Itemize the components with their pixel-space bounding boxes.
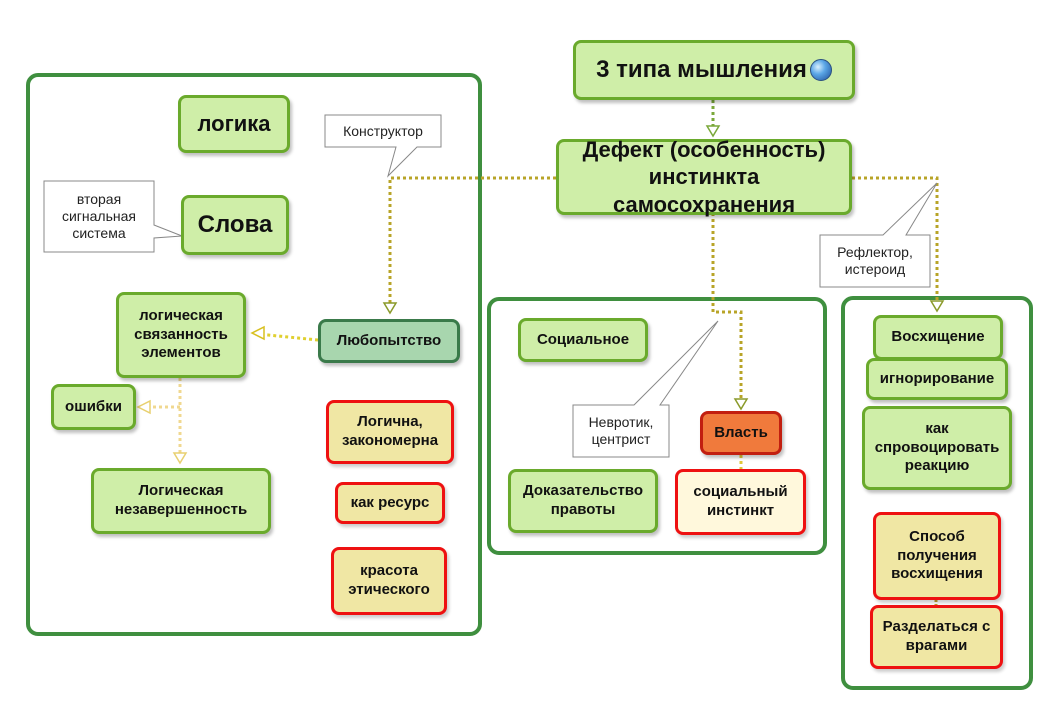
root-node[interactable]: 3 типа мышления [573, 40, 855, 100]
node-sposob-polucheniya[interactable]: Способ получения восхищения [873, 512, 1001, 600]
node-socialnyi-instinkt[interactable]: социальный инстинкт [675, 469, 806, 535]
node-razdelatsya[interactable]: Разделаться с врагами [870, 605, 1003, 669]
node-lyubopytstvo[interactable]: Любопытство [318, 319, 460, 363]
node-kak-sprovocirovat[interactable]: как спровоцировать реакцию [862, 406, 1012, 490]
center-node[interactable]: Дефект (особенность) инстинкта самосохра… [556, 137, 852, 217]
node-kak-resurs[interactable]: как ресурс [335, 482, 445, 524]
globe-icon [809, 59, 832, 81]
callout-vtoraya-signalnaya: вторая сигнальная система [61, 191, 136, 241]
node-krasota-eticheskogo[interactable]: красота этического [331, 547, 447, 615]
node-vlast[interactable]: Власть [700, 411, 782, 455]
node-voshishchenie[interactable]: Восхищение [873, 315, 1003, 360]
node-oshibki[interactable]: ошибки [51, 384, 136, 430]
callout-konstruktor: Конструктор [343, 122, 423, 139]
node-socialnoe[interactable]: Социальное [518, 318, 648, 362]
node-logika[interactable]: логика [178, 95, 290, 153]
node-logichna[interactable]: Логична, закономерна [326, 400, 454, 464]
node-logicheskaya-nezavershennost[interactable]: Логическая незавершенность [91, 468, 271, 534]
node-dokazatelstvo-pravoty[interactable]: Доказательство правоты [508, 469, 658, 533]
node-logicheskaya-svyaznost[interactable]: логическая связанность элементов [116, 292, 246, 378]
callout-reflektor: Рефлектор, истероид [837, 244, 913, 277]
callout-nevrotik: Невротик, центрист [588, 414, 654, 447]
node-ignorirovanie[interactable]: игнорирование [866, 358, 1008, 400]
node-slova[interactable]: Слова [181, 195, 289, 255]
root-node-label: 3 типа мышления [596, 56, 807, 83]
